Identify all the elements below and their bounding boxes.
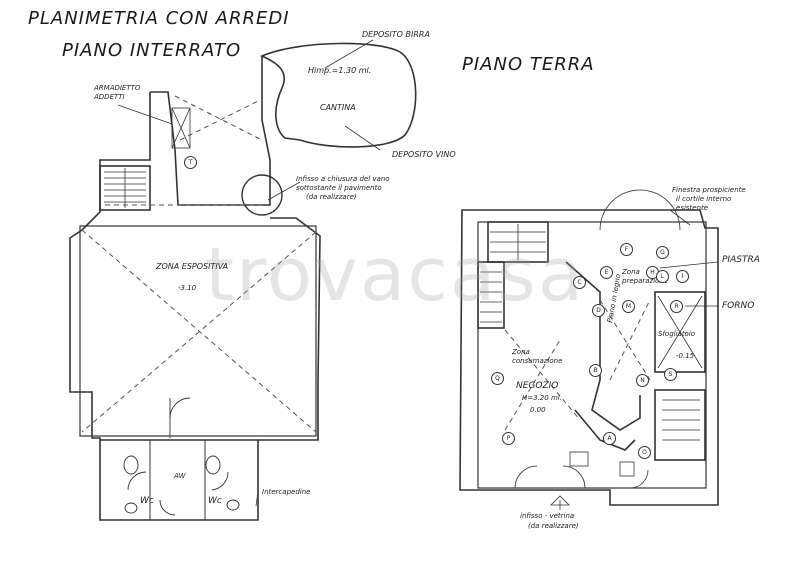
label-wc-left: Wc	[140, 496, 154, 506]
label-level-zero: 0.00	[530, 406, 546, 414]
label-finestra-1: Finestra prospiciente	[672, 186, 746, 194]
label-zona-preparazione: Zona preparazione	[622, 268, 669, 285]
watermark-text: trovacasa	[205, 232, 586, 318]
marker-e: E	[600, 266, 613, 279]
marker-b: B	[589, 364, 602, 377]
marker-d: D	[592, 304, 605, 317]
marker-r: R	[670, 300, 683, 313]
marker-i: I	[676, 270, 689, 283]
marker-s: S	[664, 368, 677, 381]
label-finestra-3: esistente	[676, 204, 709, 212]
label-zona-consumazione: Zona consumazione	[512, 348, 563, 365]
label-intercapedine: Intercapedine	[262, 488, 311, 496]
label-cantina: CANTINA	[320, 103, 356, 112]
label-infisso-vetrina: infisso - vetrina	[520, 512, 575, 520]
label-height-basement: Himp.=1.30 ml.	[308, 66, 372, 75]
ground-floor-title: PIANO TERRA	[462, 54, 595, 75]
marker-f: F	[620, 243, 633, 256]
marker-l: L	[656, 270, 669, 283]
cantina-wall	[260, 42, 417, 148]
label-wc-right: Wc	[208, 496, 222, 506]
marker-m: M	[622, 300, 635, 313]
marker-n: N	[636, 374, 649, 387]
label-sfogliatoio: Sfogliatoio	[658, 330, 696, 338]
label-forno: FORNO	[722, 301, 755, 311]
label-infisso-2: sottostante il pavimento	[296, 184, 382, 192]
label-armadietto: ARMADIETTO ADDETTI	[94, 84, 141, 101]
marker-p: P	[502, 432, 515, 445]
marker-g: G	[656, 246, 669, 259]
label-height-ground: H=3.20 ml.	[522, 394, 562, 402]
label-piastra: PIASTRA	[722, 255, 760, 265]
marker-o: O	[638, 446, 651, 459]
label-finestra-2: il cortile interno	[676, 195, 732, 203]
basement-corridor	[150, 56, 271, 206]
marker-c: C	[573, 276, 586, 289]
label-aw: AW	[174, 472, 186, 480]
label-deposito-vino: DEPOSITO VINO	[392, 150, 456, 159]
plan-title: PLANIMETRIA CON ARREDI	[28, 8, 290, 29]
label-infisso-3: (da realizzare)	[306, 193, 357, 201]
label-level-minus: -0.15	[676, 352, 695, 360]
marker-t: T	[184, 156, 197, 169]
marker-q: Q	[491, 372, 504, 385]
label-infisso-realizzare: (da realizzare)	[528, 522, 579, 530]
marker-a: A	[603, 432, 616, 445]
label-zona-espositiva: ZONA ESPOSITIVA	[156, 262, 229, 271]
label-negozio: NEGOZIO	[516, 381, 559, 391]
label-deposito-birra: DEPOSITO BIRRA	[362, 30, 430, 39]
label-level-basement: -3.10	[178, 284, 197, 292]
ground-outer-wall	[459, 209, 719, 506]
label-infisso-1: Infisso a chiusura del vano	[296, 175, 390, 183]
basement-title: PIANO INTERRATO	[62, 40, 242, 61]
